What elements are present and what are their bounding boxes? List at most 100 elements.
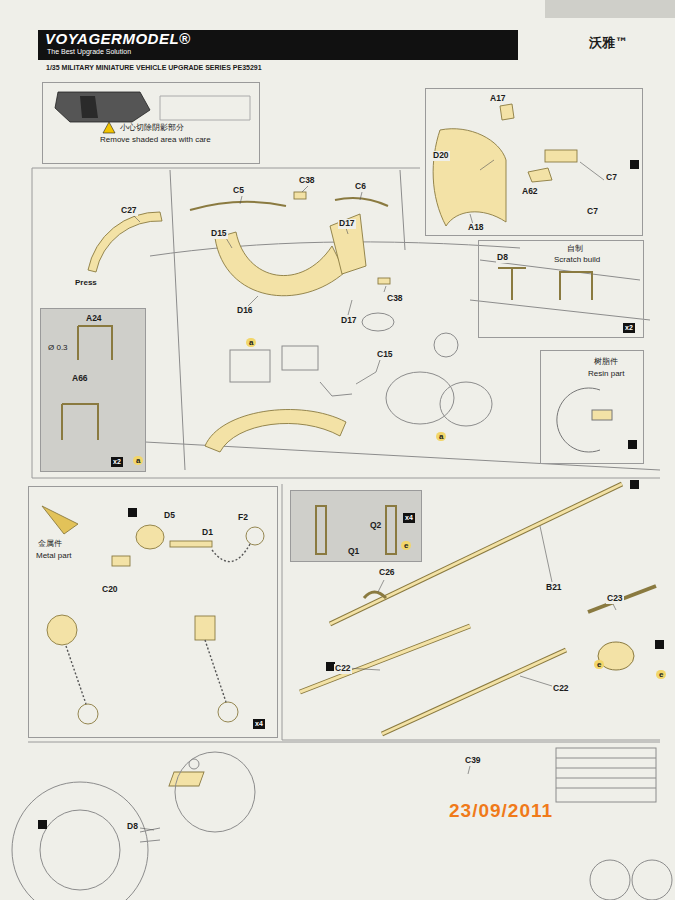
wheel-outline bbox=[40, 810, 120, 890]
step-letter: e bbox=[401, 541, 411, 550]
caption: 树脂件 bbox=[593, 357, 619, 366]
leader-line bbox=[520, 676, 552, 686]
cut-part bbox=[55, 92, 150, 122]
metal-part bbox=[170, 541, 212, 547]
part-number: D5 bbox=[163, 511, 176, 521]
strip-part bbox=[62, 404, 98, 440]
leader-line bbox=[356, 360, 380, 384]
desk-edge bbox=[545, 0, 675, 18]
step-icon bbox=[628, 440, 637, 449]
rod-part bbox=[300, 484, 656, 734]
part-number: C22 bbox=[334, 664, 352, 674]
caption: Ø 0.3 bbox=[47, 343, 69, 352]
part-number: C38 bbox=[386, 294, 404, 304]
part-number: C23 bbox=[606, 594, 624, 604]
step-icon bbox=[655, 640, 664, 649]
caption: Scratch build bbox=[553, 255, 601, 264]
wheel-outline bbox=[175, 752, 255, 832]
leader-line bbox=[134, 160, 616, 830]
part-number: B21 bbox=[545, 583, 563, 593]
rod-part bbox=[300, 626, 470, 692]
instruction-word: Press bbox=[74, 278, 98, 287]
chain bbox=[212, 544, 250, 562]
wheel-outline bbox=[556, 758, 656, 788]
shield-part bbox=[88, 212, 162, 272]
part-number: C26 bbox=[378, 568, 396, 578]
cut-part bbox=[55, 92, 250, 133]
part-number: D16 bbox=[236, 306, 254, 316]
caption: Metal part bbox=[35, 551, 73, 560]
resin-panel: 树脂件 Resin part bbox=[540, 350, 644, 464]
part-number: C39 bbox=[464, 756, 482, 766]
panel-fill bbox=[40, 308, 146, 472]
brand-bar: VOYAGERMODEL®The Best Upgrade Solution bbox=[38, 30, 518, 60]
caption: Resin part bbox=[587, 369, 625, 378]
part-number: D1 bbox=[201, 528, 214, 538]
part-number: A17 bbox=[489, 94, 507, 104]
rod-part bbox=[364, 592, 386, 598]
resin-part bbox=[557, 388, 612, 452]
brand-mark: 沃雅™ bbox=[588, 36, 629, 51]
hull-outline bbox=[230, 350, 270, 382]
quantity-badge: x4 bbox=[403, 513, 415, 523]
quantity-badge: x4 bbox=[253, 719, 265, 729]
date-stamp: 23/09/2011 bbox=[448, 800, 554, 822]
step-letter: a bbox=[246, 338, 256, 347]
step-icon bbox=[38, 160, 664, 829]
chain bbox=[66, 646, 86, 704]
rod-part bbox=[588, 586, 656, 612]
metal-part bbox=[78, 704, 98, 724]
leader-line bbox=[378, 580, 384, 592]
part-number: Q1 bbox=[347, 547, 360, 557]
strip-part bbox=[62, 198, 592, 554]
sheet-title: 1/35 MILITARY MINIATURE VEHICLE UPGRADE … bbox=[45, 64, 263, 72]
part-number: C27 bbox=[120, 206, 138, 216]
strip-part bbox=[386, 506, 396, 554]
part-number: A24 bbox=[85, 314, 103, 324]
caption: Remove shaded area with care bbox=[99, 135, 212, 144]
hull-outline bbox=[470, 260, 650, 320]
cut-part bbox=[160, 96, 250, 120]
metal-part bbox=[246, 527, 264, 545]
leader-line bbox=[134, 216, 140, 222]
leader-line bbox=[360, 192, 362, 200]
frame-line bbox=[28, 484, 660, 742]
shield-part bbox=[378, 278, 390, 284]
leader-line bbox=[240, 196, 242, 204]
strip-part bbox=[78, 326, 112, 360]
leader-line bbox=[468, 766, 470, 774]
quantity-badge: x2 bbox=[111, 457, 123, 467]
part-number: F2 bbox=[237, 513, 249, 523]
shield-part bbox=[88, 104, 577, 786]
shield-part bbox=[528, 168, 552, 182]
wheel-outline bbox=[189, 759, 199, 769]
rod-part bbox=[300, 626, 470, 692]
rod-part bbox=[382, 650, 566, 734]
part-number: C15 bbox=[376, 350, 394, 360]
chain bbox=[205, 640, 226, 702]
frame-line bbox=[32, 168, 660, 478]
part-number: C20 bbox=[101, 585, 119, 595]
part-number: D15 bbox=[210, 229, 228, 239]
part-number: Q2 bbox=[369, 521, 382, 531]
hull-outline bbox=[362, 313, 394, 331]
wheel-outline bbox=[556, 748, 656, 802]
rod-part bbox=[382, 650, 566, 734]
shield-part bbox=[500, 104, 514, 120]
step-letter: a bbox=[133, 456, 143, 465]
step-panel: 金属件Metal partD5D1F2C20x4 bbox=[28, 486, 278, 738]
strip-part bbox=[335, 198, 388, 206]
strip-part bbox=[498, 268, 526, 300]
metal-part bbox=[136, 525, 164, 549]
hull-outline bbox=[434, 333, 458, 357]
shield-part bbox=[169, 772, 204, 786]
step-icon bbox=[630, 160, 639, 169]
leader-line bbox=[140, 828, 154, 830]
step-panel: 自制Scratch buildD8x2 bbox=[478, 240, 644, 338]
shield-part bbox=[545, 150, 577, 162]
part-number: C6 bbox=[354, 182, 367, 192]
shield-part bbox=[215, 232, 345, 296]
caption: 自制 bbox=[566, 244, 584, 253]
